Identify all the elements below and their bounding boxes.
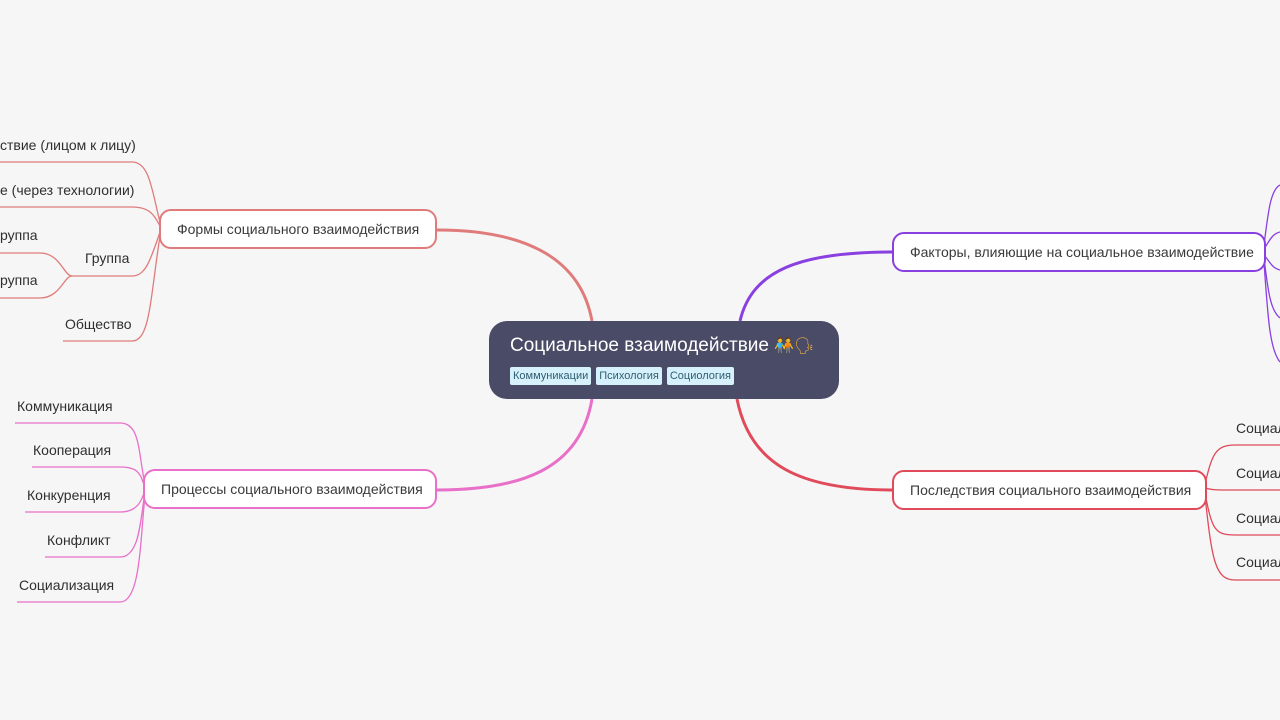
root-title-text: Социальное взаимодействие xyxy=(510,335,769,356)
link-forms xyxy=(436,228,594,322)
leaf-forms-small-group[interactable]: руппа xyxy=(0,227,38,243)
tag-communications[interactable]: Коммуникации xyxy=(510,367,592,385)
leaf-consequence-4[interactable]: Социал xyxy=(1236,554,1280,570)
leaf-forms-mediated[interactable]: е (через технологии) xyxy=(0,182,135,198)
root-node[interactable]: Социальное взаимодействие 🧑‍🤝‍🧑🗣 Коммуни… xyxy=(489,321,839,399)
leaf-forms-society[interactable]: Общество xyxy=(65,316,132,332)
leaf-consequence-2[interactable]: Социал xyxy=(1236,465,1280,481)
consequences-child-links xyxy=(1204,444,1280,581)
leaf-forms-direct[interactable]: ствие (лицом к лицу) xyxy=(0,137,136,153)
forms-child-links xyxy=(0,161,161,342)
link-factors xyxy=(738,250,894,322)
leaf-process-competition[interactable]: Конкуренция xyxy=(27,487,111,503)
people-talking-icon: 🧑‍🤝‍🧑🗣 xyxy=(774,336,815,355)
branch-processes[interactable]: Процессы социального взаимодействия xyxy=(143,469,437,509)
leaf-process-cooperation[interactable]: Кооперация xyxy=(33,442,112,458)
tag-psychology[interactable]: Психология xyxy=(596,367,662,385)
leaf-process-communication[interactable]: Коммуникация xyxy=(17,398,113,414)
factors-child-links xyxy=(1263,184,1280,363)
branch-consequences[interactable]: Последствия социального взаимодействия xyxy=(892,470,1207,510)
branch-forms[interactable]: Формы социального взаимодействия xyxy=(159,209,437,249)
link-consequences xyxy=(735,398,894,492)
leaf-process-socialization[interactable]: Социализация xyxy=(19,577,115,593)
tag-sociology[interactable]: Социология xyxy=(666,367,734,385)
leaf-process-conflict[interactable]: Конфликт xyxy=(47,532,111,548)
root-tags: Коммуникации Психология Социология xyxy=(510,367,819,385)
leaf-forms-group[interactable]: Группа xyxy=(85,250,130,266)
branch-factors[interactable]: Факторы, влияющие на социальное взаимоде… xyxy=(892,232,1266,272)
link-processes xyxy=(436,398,594,492)
leaf-consequence-3[interactable]: Социал xyxy=(1236,510,1280,526)
leaf-forms-large-group[interactable]: руппа xyxy=(0,272,38,288)
leaf-consequence-1[interactable]: Социал xyxy=(1236,420,1280,436)
root-title: Социальное взаимодействие 🧑‍🤝‍🧑🗣 xyxy=(510,333,819,359)
